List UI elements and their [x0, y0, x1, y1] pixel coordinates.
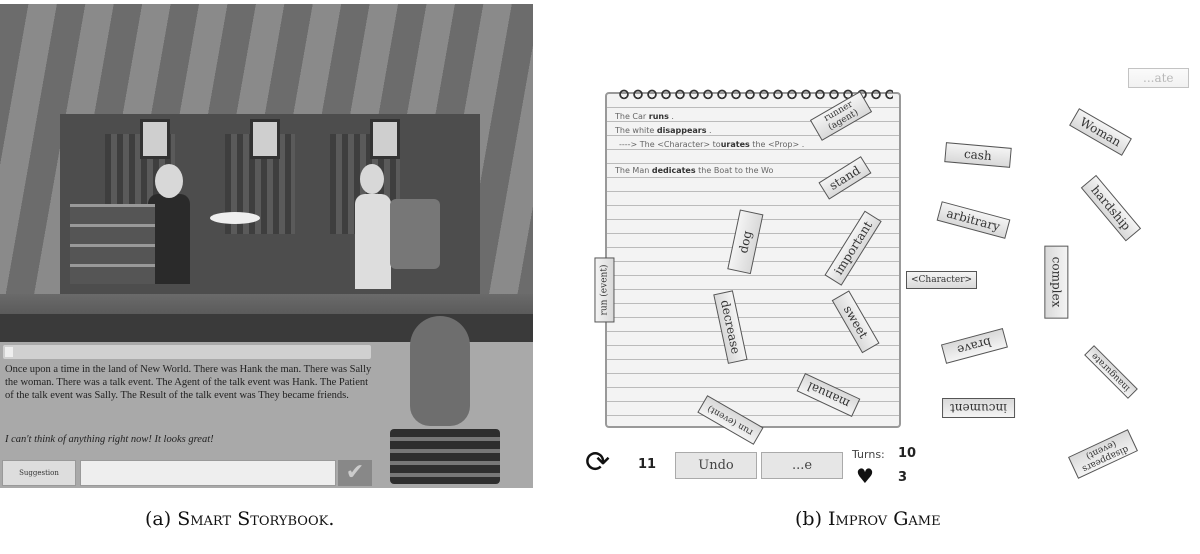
character-hank-head	[155, 164, 183, 198]
assistant-comment: I can't think of anything right now! It …	[5, 434, 214, 445]
timer-value: 11	[638, 457, 657, 472]
notebook-line: The Car runs .	[615, 112, 674, 121]
scroll-thumb[interactable]	[5, 347, 13, 357]
story-input[interactable]	[80, 460, 336, 486]
shelf	[70, 204, 155, 284]
notebook-line: ----> The <Character> tourates the <Prop…	[619, 140, 805, 149]
word-tile[interactable]: Woman	[1069, 108, 1132, 156]
chair	[390, 199, 440, 269]
story-text: Once upon a time in the land of New Worl…	[5, 364, 372, 401]
checkmark-icon[interactable]: ✔	[338, 460, 372, 486]
spiral-rings	[617, 86, 893, 100]
word-tile[interactable]: hardship	[1080, 174, 1141, 242]
word-tile[interactable]: ...ate	[1128, 68, 1189, 88]
timer-icon: ⟳	[585, 445, 611, 480]
action-button[interactable]: ...e	[761, 452, 843, 479]
word-tile[interactable]: <Character>	[906, 271, 978, 289]
owl-illustration	[410, 316, 470, 426]
word-tile[interactable]: run (event)	[594, 257, 615, 323]
lives-value: 3	[898, 470, 908, 485]
word-tile[interactable]: arbitrary	[936, 201, 1011, 239]
turns-label: Turns:	[852, 448, 885, 461]
caption-b: (b) Improv Game	[795, 508, 941, 530]
word-tile[interactable]: complex	[1044, 245, 1069, 319]
smart-storybook-screenshot: Once upon a time in the land of New Worl…	[0, 4, 533, 488]
word-tile[interactable]: incument	[942, 398, 1016, 418]
word-tile[interactable]: cash	[944, 142, 1012, 168]
notebook-line: The white disappears .	[615, 126, 712, 135]
round-table	[210, 212, 260, 224]
character-sally-head	[360, 164, 384, 194]
improv-game-screenshot: The Car runs . The white disappears . --…	[580, 68, 1200, 500]
character-hank	[148, 194, 190, 284]
window	[250, 119, 280, 159]
turns-value: 10	[898, 446, 917, 461]
scrollbar[interactable]	[3, 345, 371, 359]
word-tile[interactable]: disappears (event)	[1068, 429, 1138, 479]
window	[140, 119, 170, 159]
undo-button[interactable]: Undo	[675, 452, 757, 479]
suggestion-button[interactable]: Suggestion	[2, 460, 76, 486]
books-illustration	[390, 429, 500, 484]
word-tile[interactable]: inaugurate	[1084, 345, 1138, 399]
character-sally	[355, 194, 391, 289]
notebook-line: The Man dedicates the Boat to the Wo	[615, 166, 774, 175]
caption-a: (a) Smart Storybook.	[145, 508, 335, 530]
heart-icon: ♥	[856, 464, 874, 488]
word-tile[interactable]: brave	[940, 327, 1008, 365]
window	[370, 119, 400, 159]
